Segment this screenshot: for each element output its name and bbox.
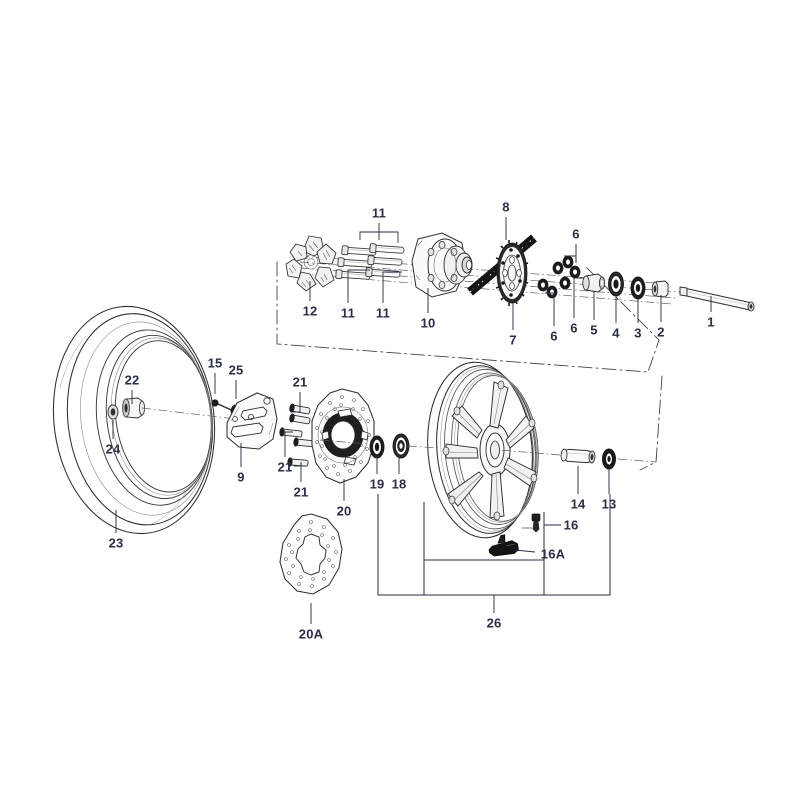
callout-label-11b: 11 [340, 305, 356, 321]
callout-label-7: 7 [509, 332, 517, 348]
part-16A-tpms-sensor [488, 534, 519, 557]
part-3-bearing-outer [630, 276, 646, 300]
part-22-tire-bushing [122, 397, 145, 419]
part-2-axle-nut [651, 280, 669, 298]
callout-label-5: 5 [590, 322, 598, 338]
callout-label-13: 13 [601, 496, 617, 512]
part-20A-brake-disc-alternate [279, 513, 343, 595]
callout-label-10: 10 [420, 315, 436, 331]
callout-label-24: 24 [105, 441, 121, 457]
callout-label-25: 25 [228, 362, 244, 378]
callout-label-11c: 11 [375, 305, 391, 321]
part-16-tire-valve-stem [522, 513, 541, 533]
part-19-oil-seal [369, 435, 385, 459]
part-21-brake-disc-bolts [279, 403, 315, 467]
lower-centerline-mid [319, 439, 441, 449]
callout-leader-lines [112, 217, 712, 624]
callout-label-6b: 6 [570, 320, 578, 336]
callout-label-19: 19 [369, 476, 385, 492]
part-4-bearing-inner [608, 271, 624, 297]
upper-assembly-boundary [276, 261, 660, 373]
part-24-tire-washer [107, 404, 119, 420]
callout-label-22: 22 [124, 372, 140, 388]
lower-centerline-right [499, 449, 657, 463]
part-26-wheel-assembly-group [319, 361, 657, 596]
leader-line-16A [514, 549, 536, 553]
part-7-rear-sprocket [495, 240, 529, 306]
callout-label-20: 20 [336, 503, 352, 519]
part-1-rear-axle-shaft [679, 286, 755, 312]
callout-label-16A: 16A [540, 546, 566, 562]
callout-label-20A: 20A [298, 626, 324, 642]
part-11-hub-stud-bolts [335, 243, 405, 282]
callout-label-21a: 21 [292, 374, 308, 390]
callout-label-26: 26 [486, 615, 502, 631]
part-23-rear-tire [52, 305, 216, 535]
callout-label-14: 14 [570, 496, 586, 512]
callout-label-16: 16 [563, 517, 579, 533]
callout-label-8: 8 [502, 199, 510, 215]
part-13-wheel-bearing-right [602, 448, 616, 470]
callout-label-11a: 11 [371, 205, 387, 221]
part-5-axle-collar [582, 273, 606, 293]
part-18-wheel-bearing-left [392, 433, 410, 459]
callout-label-15: 15 [207, 355, 223, 371]
callout-label-3: 3 [634, 325, 642, 341]
callout-label-21b: 21 [277, 459, 293, 475]
lower-assembly-boundary [639, 375, 663, 471]
callout-label-9: 9 [237, 469, 245, 485]
callout-label-2: 2 [657, 324, 665, 340]
callout-label-6a: 6 [572, 226, 580, 242]
part-20-brake-disc [311, 388, 375, 484]
callout-label-18: 18 [391, 476, 407, 492]
part-12-cush-drive-damper [285, 235, 337, 292]
callout-label-23: 23 [108, 535, 124, 551]
part-9-brake-caliper-bracket [226, 392, 278, 450]
part-10-rear-hub [411, 232, 473, 298]
callout-label-1: 1 [707, 314, 715, 330]
callout-label-21c: 21 [293, 484, 309, 500]
part-14-wheel-spacer [560, 448, 596, 464]
callout-label-12: 12 [302, 303, 318, 319]
callout-label-4: 4 [612, 325, 620, 341]
callout-label-6c: 6 [550, 328, 558, 344]
